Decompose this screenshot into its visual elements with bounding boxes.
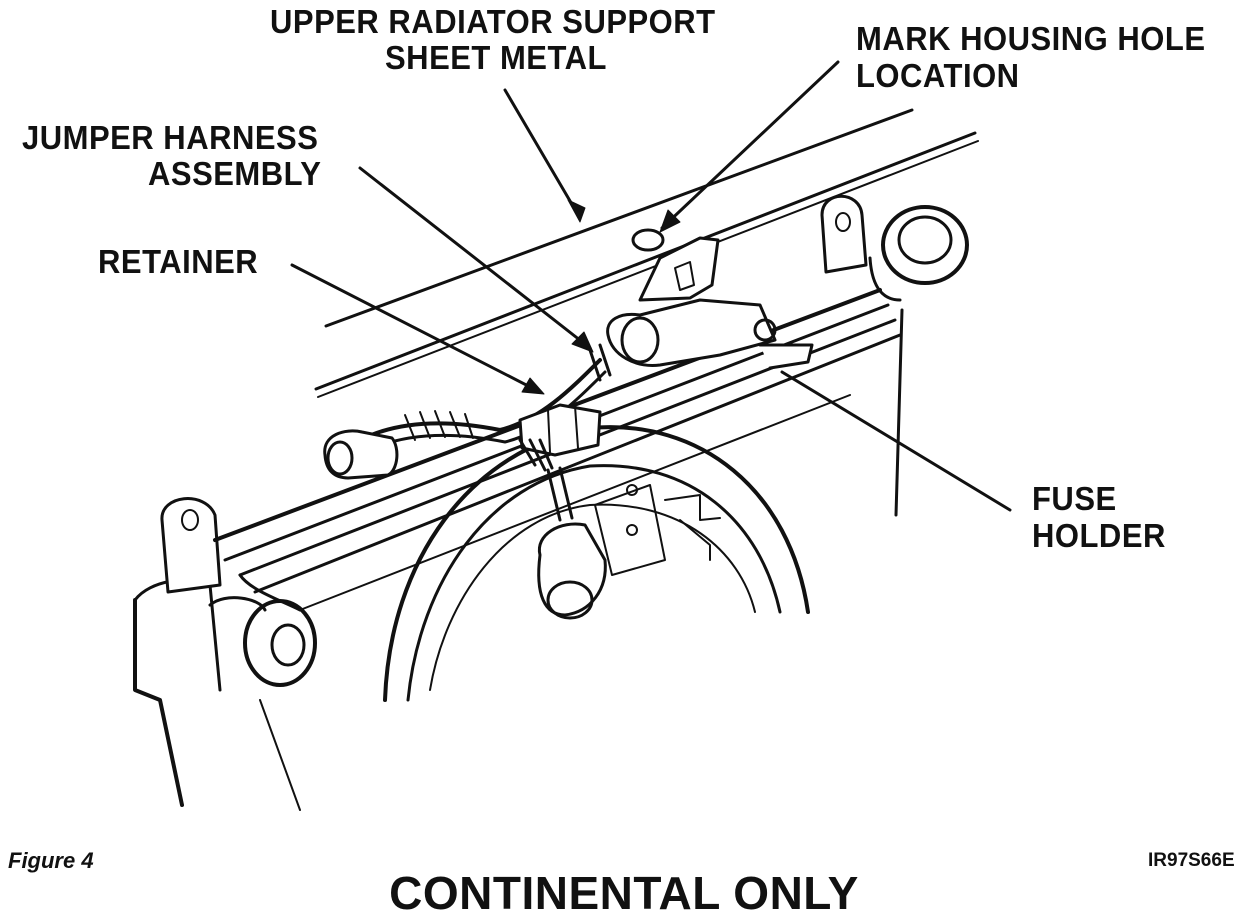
radiator-side-tank-face bbox=[135, 580, 220, 690]
fuse-holder-body bbox=[608, 300, 775, 365]
fan-bolt-1 bbox=[627, 485, 637, 495]
leader-mark-housing bbox=[662, 62, 838, 228]
fan-motor-wire bbox=[548, 468, 572, 520]
mark-housing-stud bbox=[675, 262, 694, 290]
fuse-holder-bolt bbox=[755, 320, 775, 340]
retainer-hatching bbox=[520, 345, 610, 470]
fan-shroud-inner bbox=[408, 466, 780, 700]
jumper-harness-wire-2 bbox=[365, 372, 605, 452]
radiator-cap-inner bbox=[899, 217, 951, 263]
radiator-top-rail-5 bbox=[300, 395, 850, 610]
fan-shroud-ring bbox=[430, 505, 755, 690]
radiator-cap-neck bbox=[870, 258, 900, 300]
retainer-clip-detail bbox=[548, 406, 578, 452]
harness-connector-left-end bbox=[328, 442, 352, 474]
label-fuse-holder-line2: HOLDER bbox=[1032, 516, 1166, 555]
mark-housing-hole bbox=[633, 230, 663, 250]
radiator-rail-curve bbox=[240, 575, 300, 610]
jumper-harness-wire-1 bbox=[360, 360, 600, 440]
harness-connector-left bbox=[325, 431, 397, 478]
sheet-metal-edge-lower-a bbox=[316, 133, 975, 389]
fan-bracket-steps bbox=[665, 495, 720, 560]
label-jumper-harness-line2: ASSEMBLY bbox=[148, 154, 322, 193]
leader-upper-radiator-support bbox=[505, 90, 580, 218]
left-bushing-inner bbox=[272, 625, 304, 665]
sheet-metal-edge-upper bbox=[326, 110, 912, 326]
mark-housing-bracket bbox=[640, 238, 718, 300]
left-mount-hole bbox=[182, 510, 198, 530]
radiator-core-edge bbox=[260, 700, 300, 810]
fan-bracket bbox=[595, 485, 665, 575]
reference-code: IR97S66E bbox=[1148, 850, 1235, 871]
sheet-metal-edge-lower-b bbox=[318, 141, 978, 397]
retainer-clip bbox=[520, 405, 600, 455]
label-fuse-holder-line1: FUSE bbox=[1032, 479, 1117, 518]
fuse-holder-end bbox=[622, 318, 658, 362]
radiator-right-side bbox=[896, 310, 902, 515]
radiator-side-tank bbox=[135, 600, 182, 805]
leader-mark-housing-arrow bbox=[660, 210, 680, 232]
label-retainer: RETAINER bbox=[98, 242, 259, 281]
jumper-harness-wrap bbox=[405, 411, 473, 440]
right-mount-bracket bbox=[822, 196, 866, 272]
leader-jumper-harness-arrow bbox=[572, 332, 593, 352]
label-mark-housing-hole-line2: LOCATION bbox=[856, 56, 1020, 95]
left-mount-bracket bbox=[162, 499, 220, 592]
left-bushing-body bbox=[210, 598, 265, 610]
leader-retainer bbox=[292, 265, 540, 392]
leader-retainer-arrow bbox=[522, 378, 544, 394]
fuse-holder-tab bbox=[760, 345, 812, 368]
leader-jumper-harness bbox=[360, 168, 590, 348]
right-mount-hole bbox=[836, 213, 850, 231]
label-upper-radiator-support-line1: UPPER RADIATOR SUPPORT bbox=[270, 2, 716, 41]
fan-bolt-2 bbox=[627, 525, 637, 535]
caption: CONTINENTAL ONLY bbox=[389, 867, 859, 919]
label-jumper-harness-line1: JUMPER HARNESS bbox=[22, 118, 319, 157]
leader-upper-radiator-support-arrow bbox=[568, 200, 585, 222]
label-upper-radiator-support-line2: SHEET METAL bbox=[385, 38, 607, 77]
fan-motor-connector-end bbox=[548, 582, 592, 618]
figure-label: Figure 4 bbox=[8, 848, 94, 873]
leader-fuse-holder bbox=[782, 372, 1010, 510]
label-mark-housing-hole-line1: MARK HOUSING HOLE bbox=[856, 19, 1206, 58]
